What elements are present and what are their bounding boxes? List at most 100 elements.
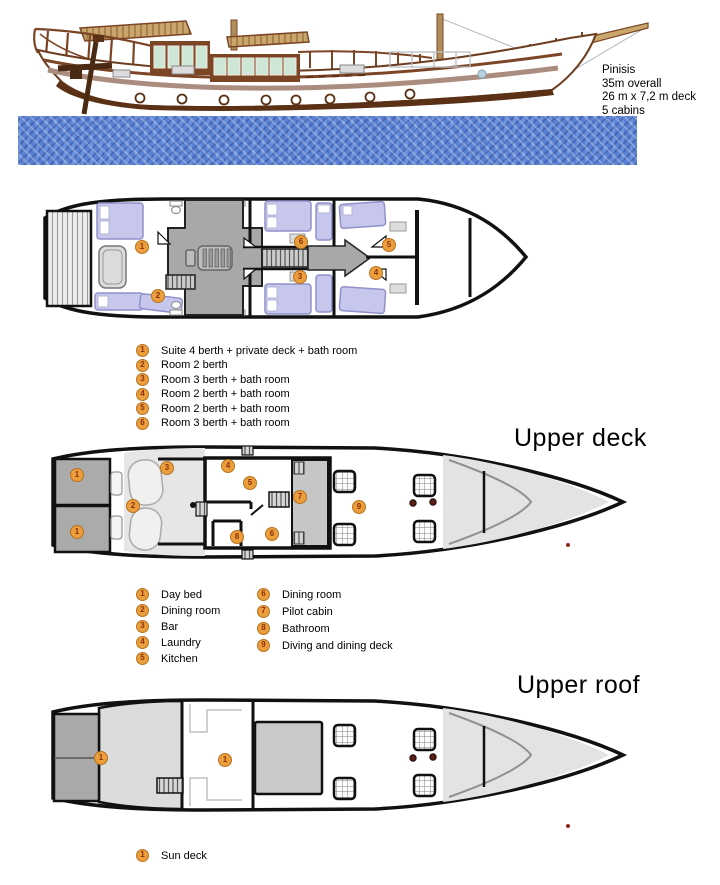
legend-item: 1 Sun deck <box>136 849 207 862</box>
bar-walls <box>158 457 206 546</box>
door-line <box>250 504 264 516</box>
boat-info: Pinisis 35m overall 26 m x 7,2 m deck 5 … <box>602 64 696 118</box>
legend-item: 4 Laundry <box>136 636 257 649</box>
legend-item: 1 Suite 4 berth + private deck + bath ro… <box>136 344 357 357</box>
stray-red-dot <box>566 824 570 828</box>
deck-badge: 3 <box>160 461 174 475</box>
lower-deck-legend: 1 Suite 4 berth + private deck + bath ro… <box>136 344 357 431</box>
legend-badge: 9 <box>257 639 270 652</box>
legend-label: Day bed <box>161 588 202 601</box>
deck-badge: 4 <box>221 459 235 473</box>
legend-item: 3 Room 3 berth + bath room <box>136 373 357 386</box>
bow-porthole <box>477 69 487 79</box>
day-bed <box>53 457 112 507</box>
vent-hatch <box>241 445 254 456</box>
deck-fitting <box>429 498 437 506</box>
side-ladder <box>195 501 208 517</box>
legend-item: 8 Bathroom <box>257 622 393 635</box>
legend-badge: 6 <box>257 588 270 601</box>
legend-item: 6 Room 3 berth + bath room <box>136 416 357 430</box>
deck-fitting <box>409 499 417 507</box>
deck-badge: 5 <box>243 476 257 490</box>
legend-badge: 1 <box>136 849 149 862</box>
hull-stripe-mauve <box>47 65 559 91</box>
deck-badge: 8 <box>230 530 244 544</box>
corridor-stairs <box>261 248 309 268</box>
bench-seat <box>110 515 123 540</box>
boat-name: Pinisis <box>602 64 636 76</box>
rudder <box>57 35 113 115</box>
boat-cabins: 5 cabins <box>602 104 645 117</box>
upper-roof-heading: Upper roof <box>517 671 641 699</box>
legend-item: 5 Kitchen <box>136 652 257 665</box>
deck-badge: 1 <box>70 468 84 482</box>
vent-hatch <box>241 549 254 560</box>
legend-label: Room 3 berth + bath room <box>161 373 290 386</box>
deck-badge: 7 <box>293 490 307 504</box>
water-band <box>18 116 637 165</box>
mast-dot <box>190 502 196 508</box>
aft-mast <box>230 19 238 51</box>
mid-canopy <box>226 31 310 48</box>
deck-box <box>171 65 195 75</box>
legend-item: 2 Room 2 berth <box>136 358 357 372</box>
stray-red-dot <box>566 543 570 547</box>
legend-badge: 1 <box>136 344 149 357</box>
legend-badge: 5 <box>136 402 149 415</box>
upper-deck-plan-svg <box>51 445 628 560</box>
legend-label: Bar <box>161 620 179 633</box>
legend-label: Room 3 berth + bath room <box>161 417 290 429</box>
deck-badge: 5 <box>382 238 396 252</box>
legend-label: Sun deck <box>161 849 207 862</box>
upper-deck-legend-col1: 1 Day bed 2 Dining room 3 Bar 4 Laundry … <box>136 588 257 668</box>
deck-badge: 2 <box>126 499 140 513</box>
deck-badge: 1 <box>94 751 108 765</box>
upper-roof-legend: 1 Sun deck <box>136 849 207 865</box>
deck-badge: 1 <box>135 240 149 254</box>
legend-item: 7 Pilot cabin <box>257 605 393 618</box>
bow-chevron <box>448 459 533 545</box>
bow-rail <box>389 51 471 68</box>
legend-badge: 1 <box>136 588 149 601</box>
legend-badge: 7 <box>257 605 270 618</box>
legend-item: 3 Bar <box>136 620 257 633</box>
upper-deck-legend: 1 Day bed 2 Dining room 3 Bar 4 Laundry … <box>136 588 393 668</box>
legend-label: Dining room <box>282 588 342 601</box>
suite-stairs <box>165 274 196 290</box>
upper-deck-legend-col2: 6 Dining room 7 Pilot cabin 8 Bathroom 9… <box>257 588 393 668</box>
legend-label: Pilot cabin <box>282 605 333 618</box>
cabin-roof <box>253 720 324 796</box>
legend-badge: 2 <box>136 358 149 372</box>
upper-roof-plan-svg <box>51 698 628 812</box>
legend-badge: 6 <box>136 416 149 430</box>
legend-badge: 4 <box>136 387 149 401</box>
deck-hatches <box>332 723 437 801</box>
roof-stairs <box>156 777 184 794</box>
engine-icon <box>185 245 233 271</box>
legend-badge: 5 <box>136 652 149 665</box>
legend-item: 6 Dining room <box>257 588 393 601</box>
lower-deck-plan-svg <box>43 197 529 319</box>
vent-hatch <box>293 531 305 545</box>
keel <box>56 80 554 111</box>
legend-label: Diving and dining deck <box>282 639 393 652</box>
interior-walls <box>248 199 472 317</box>
suite-furniture <box>94 202 184 314</box>
legend-label: Bathroom <box>282 622 330 635</box>
legend-label: Room 2 berth + bath room <box>161 388 290 400</box>
awning-brackets <box>189 704 242 806</box>
dining-table <box>128 507 163 551</box>
dining-table <box>127 459 164 506</box>
vent-hatch <box>293 461 305 475</box>
upper-roof-plan: 1 1 <box>45 698 635 823</box>
legend-item: 5 Room 2 berth + bath room <box>136 402 357 415</box>
legend-item: 1 Day bed <box>136 588 257 601</box>
deck-badge: 1 <box>70 525 84 539</box>
deck-box <box>112 69 131 78</box>
bench-seat <box>110 471 123 496</box>
legend-item: 4 Room 2 berth + bath room <box>136 387 357 401</box>
boat-length: 35m overall <box>602 77 662 90</box>
deck-badge: 6 <box>294 235 308 249</box>
deck-badge: 6 <box>265 527 279 541</box>
